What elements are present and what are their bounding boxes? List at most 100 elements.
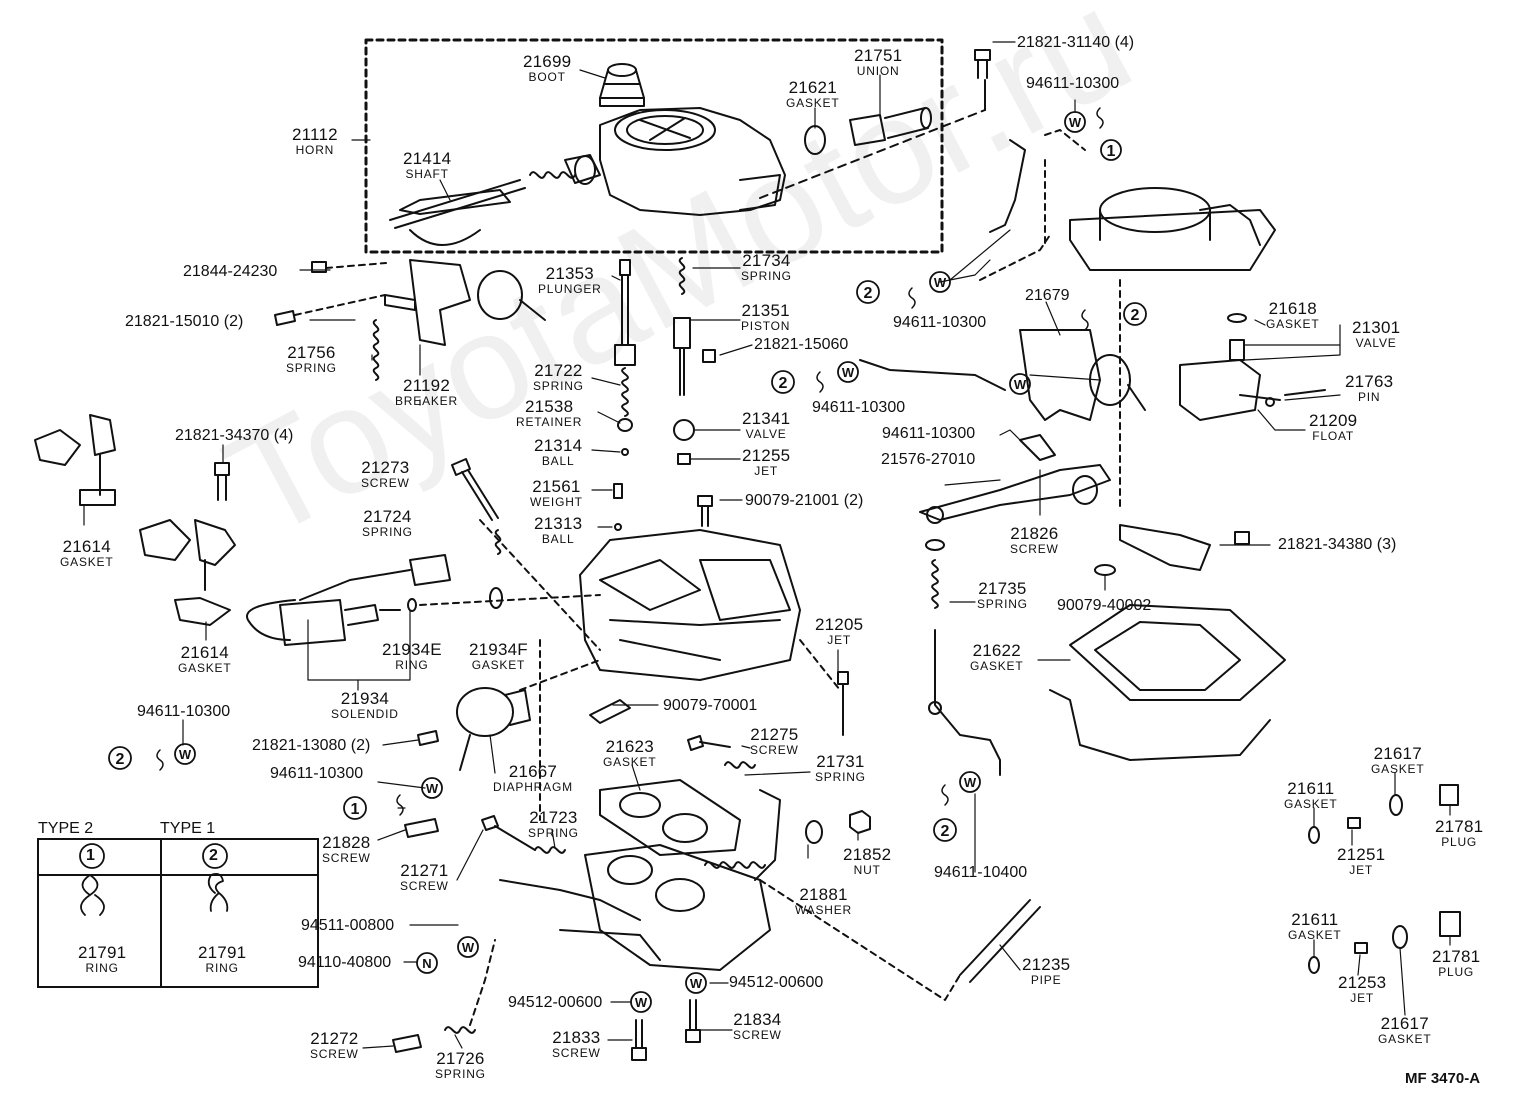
partno-94611-10300-f: 94611-10300	[270, 765, 364, 782]
ball-21314-drawing	[621, 448, 629, 456]
partno-94611-10300-top: 94611-10300	[1026, 75, 1120, 92]
spring-21756-drawing	[372, 319, 380, 381]
diaphragm-21667-drawing	[456, 687, 531, 771]
screw-21271-drawing	[481, 815, 536, 851]
shaft-drawing	[389, 179, 526, 246]
partno-90079-21001: 90079-21001 (2)	[745, 492, 864, 509]
svg-text:W: W	[842, 365, 855, 380]
callout-symbols	[79, 111, 1147, 1013]
partno-94611-10300-e: 94611-10300	[137, 703, 231, 720]
svg-text:W: W	[1014, 377, 1027, 392]
bracket-21679-drawing	[1019, 329, 1146, 421]
callout-letters: W 1 W 2 2 W 2 W W 2 W 1 W 2 W N W W	[116, 115, 1140, 1010]
partno-21821-15010: 21821-15010 (2)	[125, 313, 244, 330]
union-drawing	[849, 107, 932, 146]
jet-21205-drawing	[837, 671, 849, 736]
spring-21414-drawing	[529, 171, 576, 179]
lever-21826-drawing	[919, 434, 1111, 524]
partno-21821-34370: 21821-34370 (4)	[175, 427, 294, 444]
svg-text:W: W	[179, 747, 192, 762]
boot-drawing	[599, 63, 645, 107]
spring-21722-drawing	[621, 367, 629, 417]
assembly-line	[979, 234, 1051, 281]
plug-21781a-drawing	[1439, 784, 1459, 806]
valve-21301-drawing	[1227, 313, 1247, 361]
link-rod-drawing	[859, 359, 1006, 391]
screw-21821-13080-drawing	[417, 730, 439, 746]
spring-21724-drawing	[494, 529, 502, 555]
gasket-21611b-drawing	[1308, 956, 1320, 974]
svg-text:W: W	[635, 995, 648, 1010]
gasket-21622-drawing	[1049, 604, 1286, 761]
retainer-21538-drawing	[617, 418, 633, 432]
svg-text:W: W	[690, 976, 703, 991]
gasket-21934f-drawing	[489, 587, 503, 609]
partno-21821-34380: 21821-34380 (3)	[1278, 536, 1397, 553]
svg-text:1: 1	[351, 801, 360, 818]
gasket-21617b-drawing	[1392, 925, 1408, 949]
assembly-line	[419, 594, 601, 606]
solenoid-21934-drawing	[246, 554, 451, 646]
assembly-line	[759, 109, 986, 199]
partno-94611-10300-d: 94611-10300	[882, 425, 976, 442]
screw-21834-drawing	[685, 999, 701, 1043]
gasket-21617a-drawing	[1389, 794, 1403, 816]
linkage-21614-top-drawing	[34, 414, 116, 506]
partno-21576-27010: 21576-27010	[881, 451, 976, 468]
type1-heading: TYPE 1	[160, 820, 216, 837]
part-90079-70001-drawing	[589, 699, 631, 724]
piston-21351-drawing	[673, 317, 691, 396]
svg-text:W: W	[1069, 115, 1082, 130]
washer-90079-40002-drawing	[1094, 564, 1116, 576]
jet-21253-drawing	[1354, 942, 1368, 954]
screw-90079-21001-drawing	[697, 495, 713, 527]
washer-21881-drawing	[805, 820, 823, 844]
screw-21273-drawing	[451, 458, 499, 521]
screw-21821-15010-drawing	[274, 294, 386, 326]
partno-21844-24230: 21844-24230	[183, 263, 278, 280]
svg-text:W: W	[426, 781, 439, 796]
air-horn-drawing	[564, 107, 786, 216]
clip-glyphs	[156, 107, 1104, 816]
bracket-21731-drawing	[754, 789, 781, 881]
float-bowl-drawing	[579, 529, 801, 681]
gasket-21623-drawing	[599, 779, 741, 856]
partno-94611-10300-b: 94611-10300	[893, 314, 987, 331]
jet-21251-drawing	[1347, 817, 1361, 829]
screw-21821-34370-drawing	[214, 462, 230, 501]
float-21209-drawing	[1179, 359, 1281, 421]
nut-21852-drawing	[849, 810, 871, 834]
svg-text:2: 2	[1131, 307, 1140, 324]
type2-symbol: 1	[86, 847, 95, 864]
svg-text:W: W	[964, 775, 977, 790]
svg-text:N: N	[422, 956, 431, 971]
